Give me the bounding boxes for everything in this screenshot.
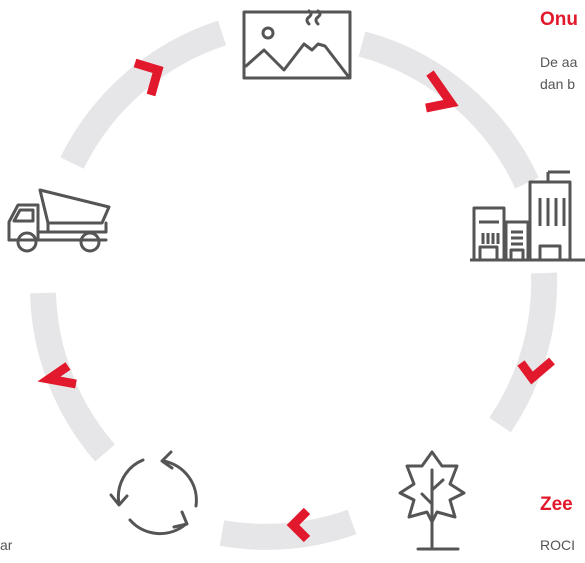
- arrow-bottom: [286, 507, 311, 543]
- ring-segment-bottom: [219, 509, 357, 550]
- section-text-top-line1: De aa: [540, 54, 578, 70]
- arrow-right: [517, 357, 555, 385]
- arrow-top-left: [133, 58, 164, 97]
- ring-segment-top-left: [60, 20, 227, 169]
- dump-truck-icon: [7, 188, 111, 253]
- section-heading-top: Onu: [540, 9, 578, 30]
- recycle-icon: [109, 450, 198, 536]
- section-heading-bottom: Zee: [540, 494, 573, 515]
- ring-segment-right: [489, 272, 558, 433]
- section-text-left: ar,: [0, 537, 12, 553]
- cycle-ring: [30, 20, 558, 550]
- arrow-top-right: [425, 70, 459, 113]
- ring-segment-top-right: [358, 31, 539, 189]
- landscape-icon: [242, 9, 352, 80]
- section-text-bottom: ROCI: [540, 537, 575, 553]
- buildings-icon: [470, 170, 585, 262]
- tree-icon: [398, 450, 466, 551]
- arrow-left: [37, 362, 77, 389]
- section-text-top-line2: dan b: [540, 76, 576, 92]
- flow-arrows: [37, 58, 555, 543]
